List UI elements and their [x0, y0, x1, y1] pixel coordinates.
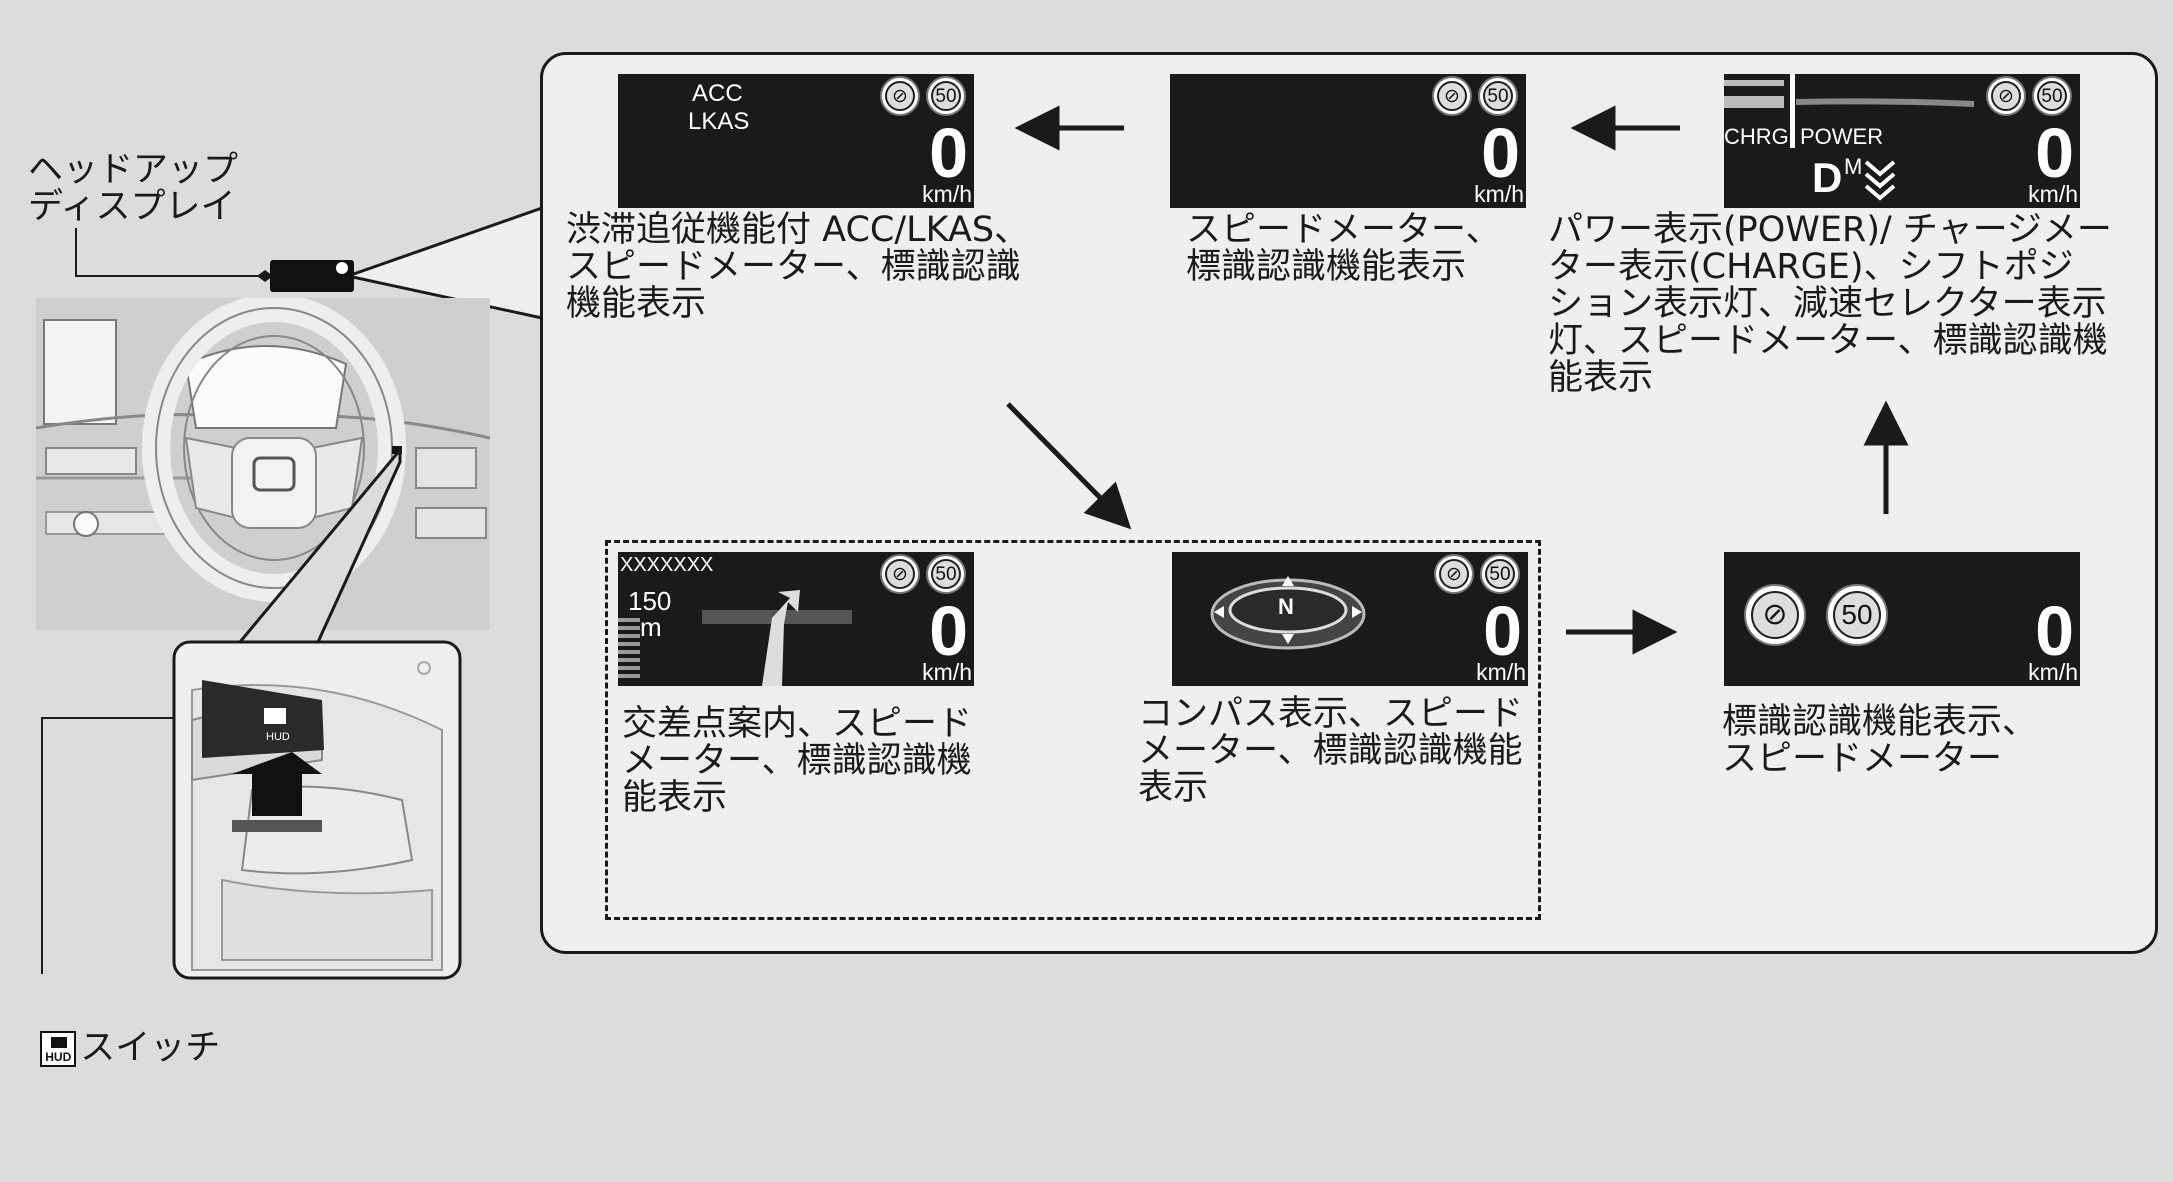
speed-unit: km/h — [1476, 659, 1526, 685]
caption-speedometer: スピードメーター、 標識認識機能表示 — [1186, 210, 1501, 287]
speed-value: 0 — [2035, 592, 2074, 670]
no-overtaking-sign-icon: ⊘ — [1744, 584, 1806, 646]
deceleration-selector-icon — [1864, 160, 1896, 201]
chrg-label: CHRG — [1724, 124, 1789, 149]
compass-heading: N — [1278, 594, 1294, 619]
speed-value: 0 — [1483, 592, 1522, 670]
navigation-modes-group — [605, 540, 1541, 920]
no-overtaking-sign-icon: ⊘ — [1434, 554, 1474, 594]
screen-traffic-signs: ⊘ 50 0 km/h — [1724, 552, 2080, 686]
power-gauge — [1724, 74, 1975, 114]
lkas-label: LKAS — [688, 108, 750, 135]
speed-limit-sign: 50 — [1826, 584, 1888, 646]
hud-switch-icon: HUD — [40, 1031, 77, 1067]
speed-unit: km/h — [2028, 181, 2078, 207]
speed-unit: km/h — [922, 181, 972, 207]
street-name: XXXXXXX — [620, 554, 714, 576]
caption-compass: コンパス表示、スピード メーター、標識認識機能 表示 — [1138, 694, 1524, 808]
svg-text:HUD: HUD — [266, 731, 290, 743]
hud-callout-label: ヘッドアップ ディスプレイ — [28, 150, 239, 227]
switch-detail-panel: HUD — [172, 640, 462, 980]
hud-switch-label: HUD スイッチ — [18, 993, 220, 1067]
speed-unit: km/h — [2028, 659, 2078, 685]
screen-navigation: XXXXXXX 150 m ⊘ 50 0 km/h — [618, 552, 974, 686]
speed-value: 0 — [2035, 114, 2074, 192]
speed-value: 0 — [929, 592, 968, 670]
cockpit-illustration — [36, 298, 490, 630]
screen-power-charge: CHRG POWER D M ⊘ 50 0 km/h — [1724, 74, 2080, 208]
gear-mode: M — [1844, 154, 1863, 179]
distance-unit: m — [640, 612, 662, 642]
screen-acc-lkas: ACC LKAS ⊘ 50 0 km/h — [618, 74, 974, 208]
distance-bar-icon — [618, 618, 640, 678]
no-overtaking-sign-icon: ⊘ — [880, 76, 920, 116]
screen-compass: N ⊘ 50 0 km/h — [1172, 552, 1528, 686]
caption-acc-lkas: 渋滞追従機能付 ACC/LKAS、 スピードメーター、標識認識 機能表示 — [566, 210, 1030, 324]
no-overtaking-sign-icon: ⊘ — [1432, 76, 1472, 116]
no-overtaking-sign-icon: ⊘ — [1986, 76, 2026, 116]
speed-limit-sign: 50 — [926, 554, 966, 594]
caption-traffic-signs: 標識認識機能表示、 スピードメーター — [1722, 702, 2038, 779]
speed-limit-sign: 50 — [1478, 76, 1518, 116]
caption-power-charge: パワー表示(POWER)/ チャージメー ター表示(CHARGE)、シフトポジ … — [1548, 210, 2112, 398]
turn-arrow-icon — [702, 590, 852, 686]
gear-position: D — [1812, 154, 1843, 201]
speed-limit-sign: 50 — [2032, 76, 2072, 116]
compass-icon — [1210, 576, 1366, 650]
speed-value: 0 — [1481, 114, 1520, 192]
power-label: POWER — [1800, 124, 1884, 149]
no-overtaking-sign-icon: ⊘ — [880, 554, 920, 594]
speed-value: 0 — [929, 114, 968, 192]
flow-arrows — [1006, 105, 1909, 655]
speed-limit-sign: 50 — [926, 76, 966, 116]
caption-navigation: 交差点案内、スピード メーター、標識認識機 能表示 — [622, 704, 973, 818]
arrow-acc-to-navigation — [1006, 402, 1132, 530]
hud-unit-mini-sign — [336, 262, 348, 274]
speed-unit: km/h — [1474, 181, 1524, 207]
screen-speedometer: ⊘ 50 0 km/h — [1170, 74, 1526, 208]
acc-label: ACC — [692, 80, 743, 107]
speed-unit: km/h — [922, 659, 972, 685]
speed-limit-sign: 50 — [1480, 554, 1520, 594]
distance-value: 150 — [628, 586, 672, 616]
